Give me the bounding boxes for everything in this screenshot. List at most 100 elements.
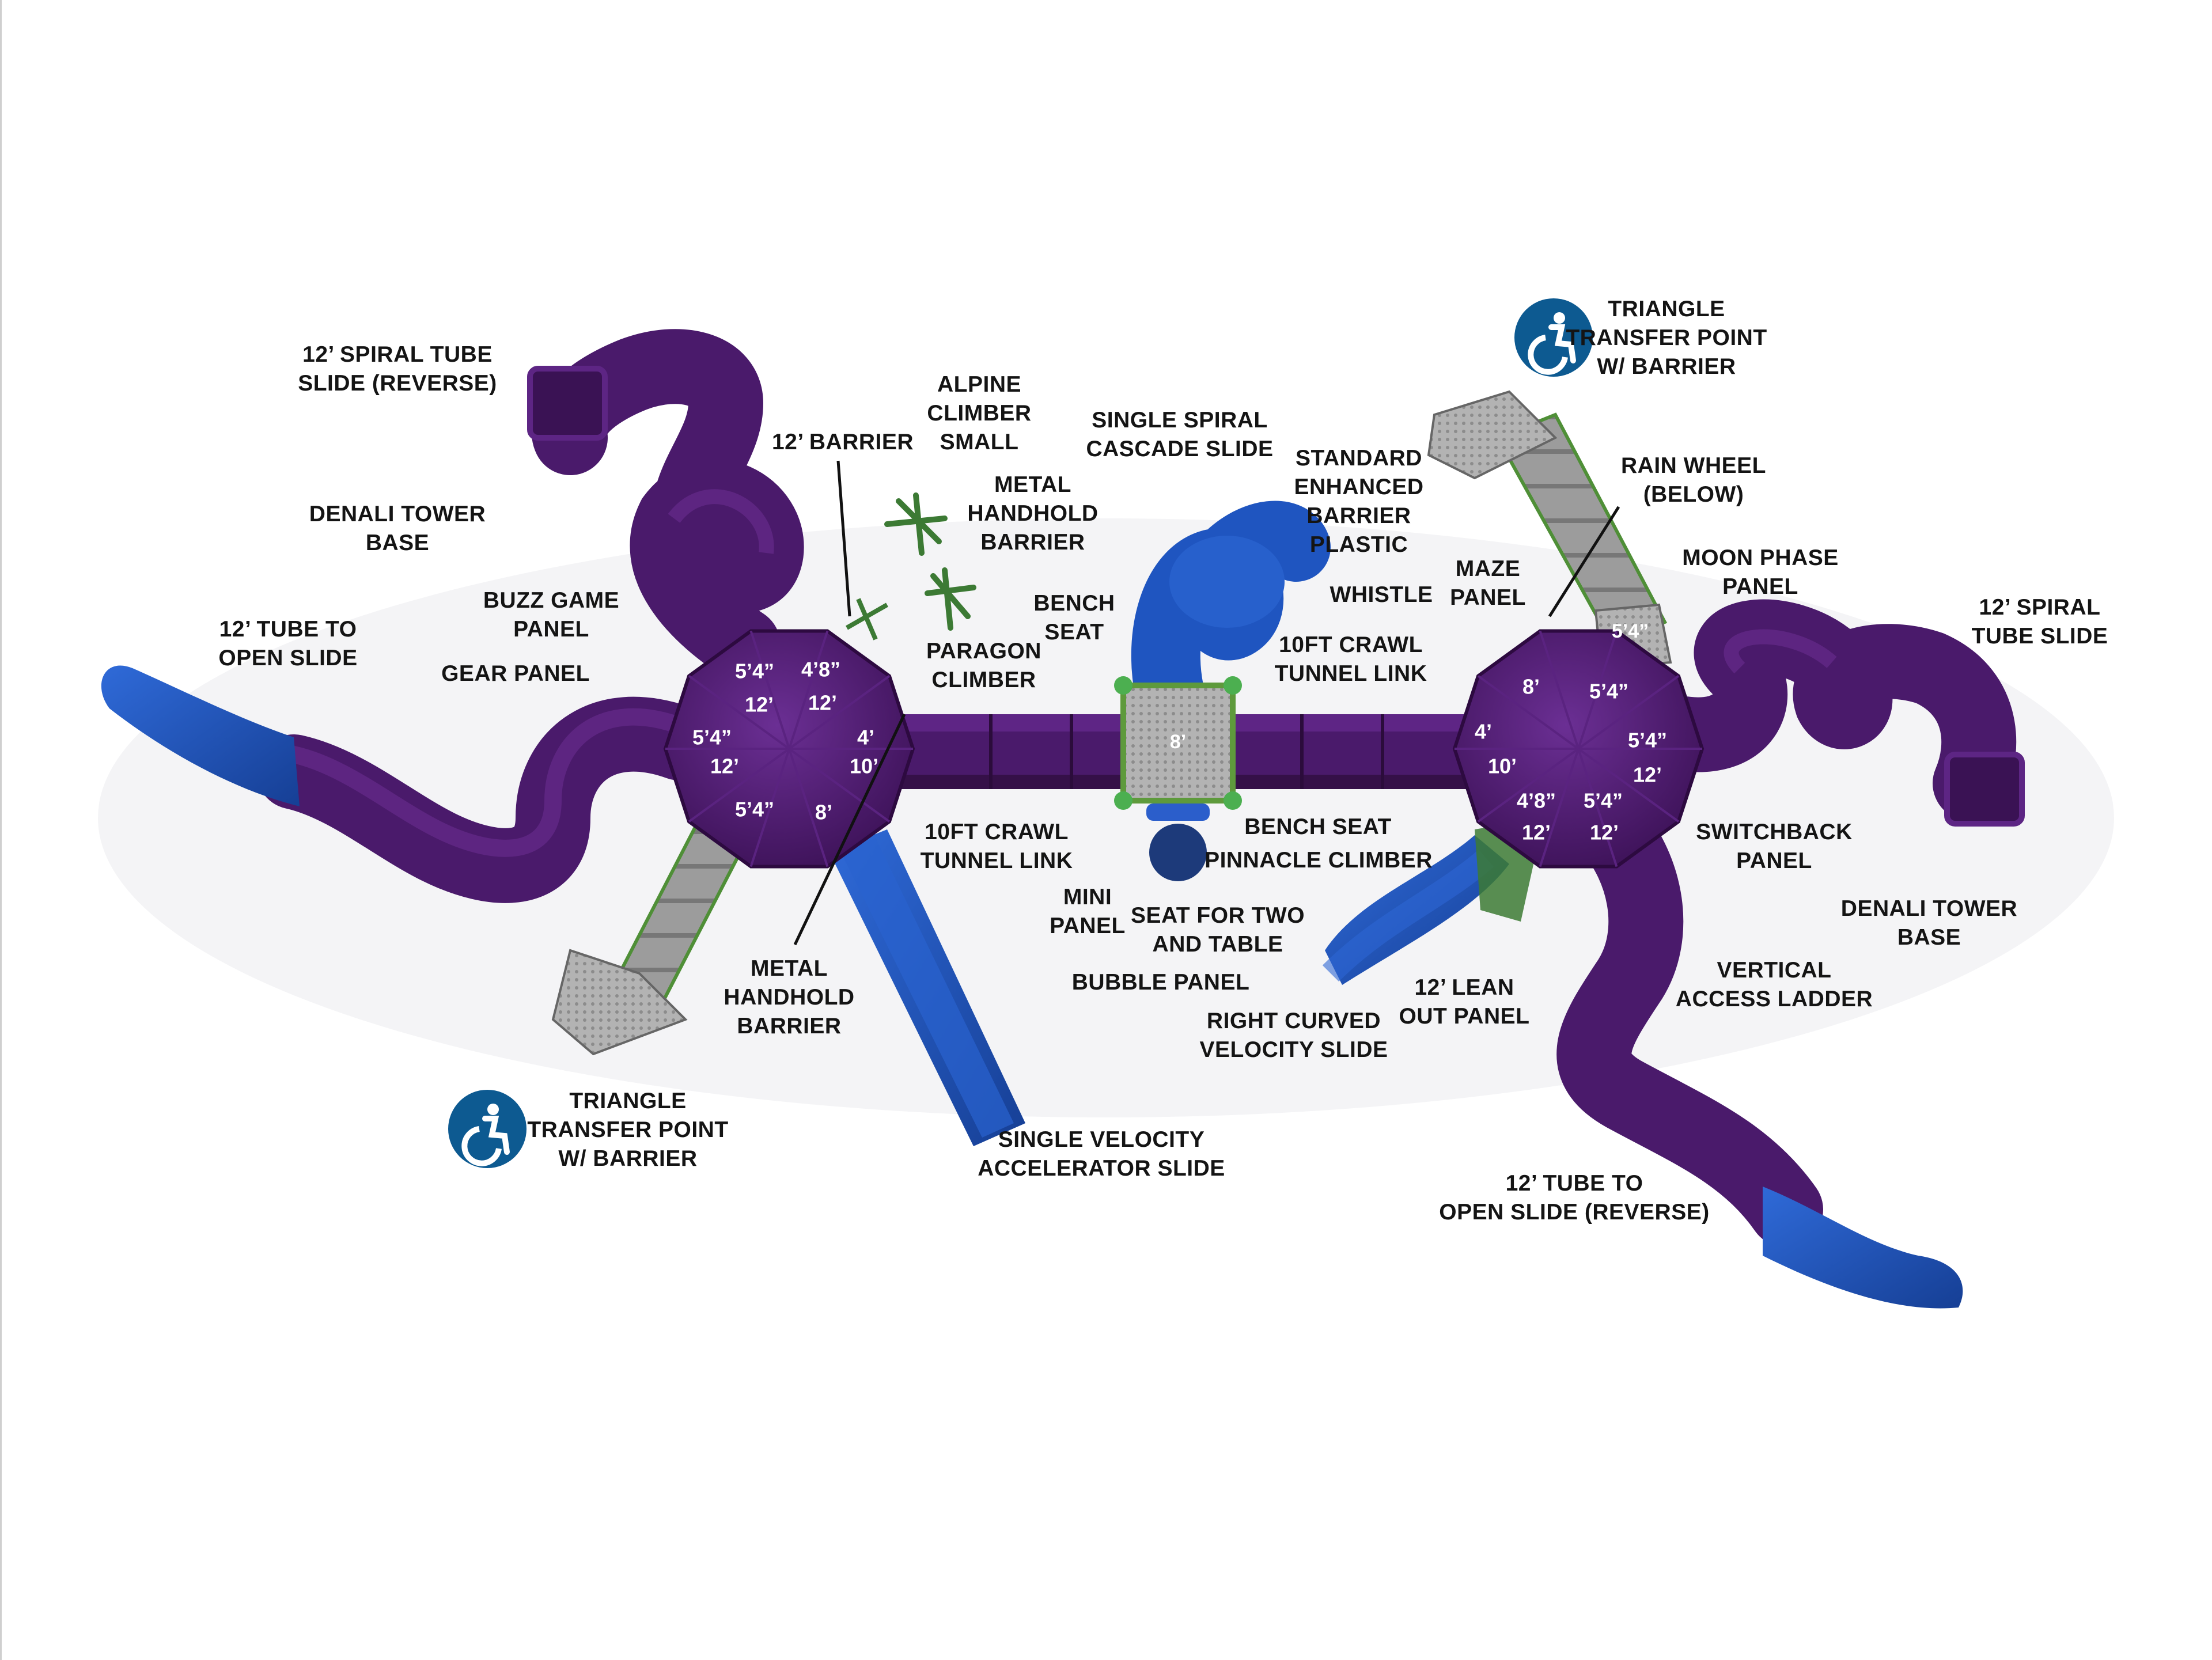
label-line: BARRIER (737, 1014, 842, 1039)
tube-to-open-slide-left-tube-shade (285, 708, 688, 857)
height-marker: 12’ (1590, 821, 1619, 844)
roof-seam (788, 675, 891, 750)
label-line: PANEL (1722, 574, 1798, 599)
left-page-border (0, 0, 2, 1660)
label-line: VERTICAL (1717, 958, 1832, 983)
label-line: CASCADE SLIDE (1086, 437, 1274, 461)
label-line: PANEL (1736, 848, 1812, 873)
label-line: CLIMBER (931, 668, 1036, 692)
label-line: MOON PHASE (1682, 545, 1839, 570)
spiral-tube-slide-right-exit (1944, 752, 2025, 827)
label-barrier-12: 12’ BARRIER (772, 428, 914, 457)
label-line: SWITCHBACK (1696, 820, 1853, 844)
roof-seam (1539, 630, 1580, 749)
label-line: BASE (1897, 925, 1961, 950)
label-metal-handhold-barrier-top: METAL HANDHOLD BARRIER (967, 471, 1098, 557)
label-line: 12’ LEAN (1414, 975, 1514, 1000)
label-line: TRIANGLE (1608, 297, 1725, 321)
label-line: OPEN SLIDE (REVERSE) (1439, 1200, 1710, 1225)
label-line: SEAT (1044, 620, 1104, 645)
label-line: TUNNEL LINK (1274, 661, 1427, 686)
label-line: SMALL (940, 430, 1019, 454)
left-tower-height-markers: 5’4”4’8”12’12’5’4”4’12’10’5’4”8’ (692, 658, 878, 824)
label-line: MAZE (1455, 556, 1521, 581)
label-denali-tower-base-left: DENALI TOWER BASE (309, 500, 486, 558)
label-line: 12’ TUBE TO (219, 617, 357, 642)
height-marker: 5’4” (1628, 729, 1667, 752)
label-line: BENCH (1033, 591, 1115, 616)
tube-to-open-slide-reverse-tube (1556, 780, 1823, 1247)
label-line: BARRIER (980, 530, 1085, 555)
height-marker: 4’ (857, 726, 874, 749)
roof-seam (1539, 748, 1580, 867)
spiral-tube-slide-reverse-highlight (668, 489, 774, 554)
alpine-climber-small (884, 492, 948, 556)
label-switchback-panel: SWITCHBACK PANEL (1696, 818, 1852, 876)
leader-rain-wheel (1548, 506, 1620, 617)
tube-to-open-slide-reverse-chute (1763, 1187, 1963, 1309)
center-deck-structure (1114, 501, 1331, 881)
bench-seat-under-deck (1146, 804, 1210, 821)
roof-seam (1577, 675, 1680, 750)
label-line: GEAR PANEL (441, 661, 590, 686)
height-marker: 4’8” (1517, 789, 1556, 813)
tube-to-open-slide-left-chute (101, 665, 300, 806)
label-line: 10FT CRAWL (1279, 632, 1423, 657)
label-line: OPEN SLIDE (218, 646, 358, 670)
label-line: WHISTLE (1330, 582, 1433, 607)
height-marker: 12’ (1522, 821, 1551, 844)
spiral-tube-slide-right-tube (1633, 599, 2017, 821)
triangle-transfer-point-left (551, 821, 746, 1056)
label-crawl-tunnel-link-top: 10FT CRAWL TUNNEL LINK (1275, 631, 1427, 688)
label-line: DENALI TOWER (1840, 896, 2018, 921)
label-line: 12’ SPIRAL TUBE (302, 342, 493, 367)
label-line: 12’ BARRIER (771, 430, 914, 454)
height-marker: 5’4” (692, 726, 732, 749)
paragon-climber (925, 567, 976, 631)
label-line: PARAGON (926, 639, 1041, 664)
roof-seam (1477, 675, 1580, 750)
label-line: DENALI TOWER (309, 502, 486, 526)
height-marker: 5’4” (1589, 680, 1628, 703)
label-line: AND TABLE (1152, 932, 1283, 957)
label-line: 10FT CRAWL (925, 820, 1069, 844)
roof-seam (749, 630, 790, 749)
label-vertical-access-ladder: VERTICAL ACCESS LADDER (1676, 956, 1873, 1014)
height-marker: 5’4” (735, 798, 774, 821)
metal-handhold-barrier-left (846, 598, 888, 640)
height-marker: 8’ (1522, 675, 1540, 699)
label-bench-seat-top: BENCH SEAT (1033, 589, 1115, 647)
single-velocity-accelerator-slide (830, 829, 1025, 1146)
height-marker: 10’ (1488, 755, 1517, 778)
height-marker: 12’ (710, 755, 739, 778)
label-line: BASE (365, 530, 430, 555)
triangle-transfer-point-right (1427, 390, 1672, 670)
label-line: METAL (994, 472, 1071, 497)
label-line: W/ BARRIER (558, 1146, 698, 1171)
center-deck-height: 8’ (1170, 731, 1186, 753)
roof-seam (688, 748, 790, 823)
denali-tower-left: 5’4”4’8”12’12’5’4”4’12’10’5’4”8’ (663, 629, 915, 869)
height-marker: 12’ (1633, 763, 1662, 787)
roof-seam (788, 748, 891, 823)
label-line: PANEL (513, 617, 589, 642)
label-line: STANDARD (1296, 446, 1422, 471)
label-line: HANDHOLD (967, 501, 1099, 526)
label-line: ACCESS LADDER (1675, 987, 1873, 1011)
label-line: PANEL (1450, 585, 1526, 610)
label-line: PLASTIC (1309, 532, 1408, 557)
label-denali-tower-base-right: DENALI TOWER BASE (1841, 895, 2017, 952)
label-line: TRANSFER POINT (1566, 325, 1767, 350)
tube-to-open-slide-left-tube (256, 696, 717, 903)
label-line: ACCELERATOR SLIDE (978, 1156, 1225, 1181)
